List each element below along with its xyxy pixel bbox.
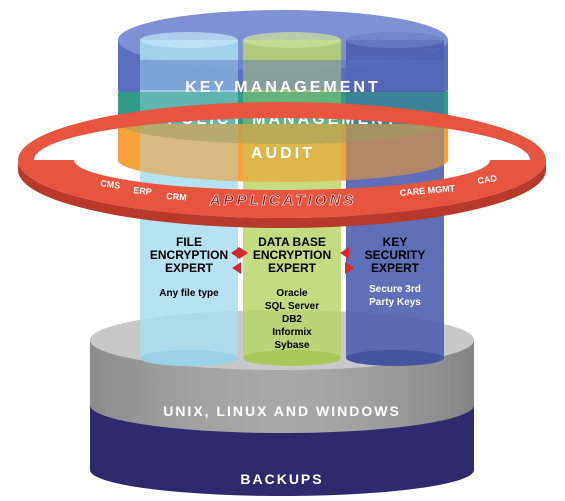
file-expert-title-3: EXPERT (165, 261, 214, 275)
app-label-crm: CRM (166, 191, 187, 202)
applications-ring (18, 102, 546, 228)
backups-label: BACKUPS (240, 471, 323, 487)
db-expert-item-5: Sybase (274, 340, 309, 351)
db-expert-item-1: Oracle (276, 288, 308, 299)
key-expert-item-1: Secure 3rd (369, 284, 421, 295)
key-expert-title-2: SECURITY (365, 248, 426, 262)
os-label: UNIX, LINUX AND WINDOWS (163, 403, 401, 419)
app-label-care-mgmt: CARE MGMT (399, 183, 456, 198)
bidirectional-arrow-icon (340, 247, 354, 274)
db-expert-title-3: EXPERT (268, 261, 317, 275)
db-expert-item-2: SQL Server (265, 301, 319, 312)
key-security-expert: KEY SECURITY EXPERT Secure 3rd Party Key… (365, 235, 426, 308)
key-management-label: KEY MANAGEMENT (185, 79, 381, 96)
key-expert-item-2: Party Keys (369, 297, 421, 308)
file-expert-title-2: ENCRYPTION (150, 248, 228, 262)
db-expert-title-1: DATA BASE (258, 235, 326, 249)
app-label-cad: CAD (477, 173, 498, 186)
app-label-erp: ERP (133, 185, 152, 197)
key-expert-title-3: EXPERT (371, 261, 420, 275)
key-expert-title-1: KEY (383, 235, 408, 249)
file-encryption-expert: FILE ENCRYPTION EXPERT Any file type (150, 235, 228, 299)
db-expert-title-2: ENCRYPTION (253, 248, 331, 262)
db-expert-item-4: Informix (272, 327, 312, 338)
file-expert-title-1: FILE (176, 235, 202, 249)
applications-label: APPLICATIONS (209, 192, 357, 209)
database-encryption-expert: DATA BASE ENCRYPTION EXPERT Oracle SQL S… (253, 235, 331, 351)
audit-label: AUDIT (251, 145, 315, 162)
bidirectional-arrow-icon (232, 247, 246, 274)
app-label-cms: CMS (100, 178, 121, 191)
db-expert-item-3: DB2 (282, 314, 302, 325)
file-expert-item-1: Any file type (159, 288, 219, 299)
